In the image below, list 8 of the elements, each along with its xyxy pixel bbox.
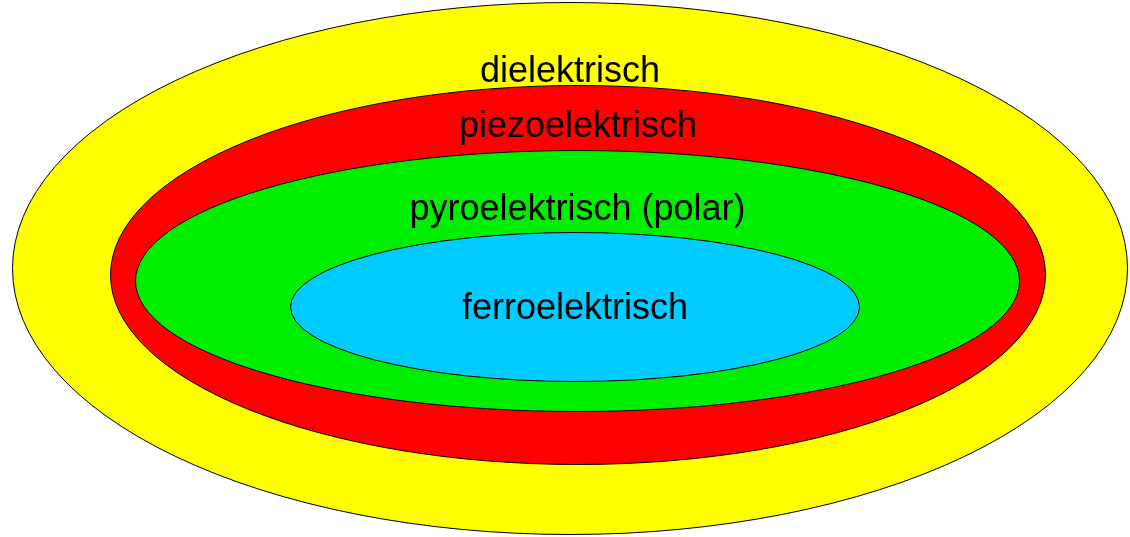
ellipse-region: [290, 232, 860, 382]
ellipse-region: [12, 2, 1128, 535]
region-label: ferroelektrisch: [461, 287, 689, 327]
region-label: pyroelektrisch (polar): [409, 188, 746, 228]
ellipse-region: [135, 150, 1020, 412]
region-label: piezoelektrisch: [458, 105, 698, 145]
ellipse-region: [110, 85, 1046, 465]
region-label: dielektrisch: [479, 50, 661, 90]
